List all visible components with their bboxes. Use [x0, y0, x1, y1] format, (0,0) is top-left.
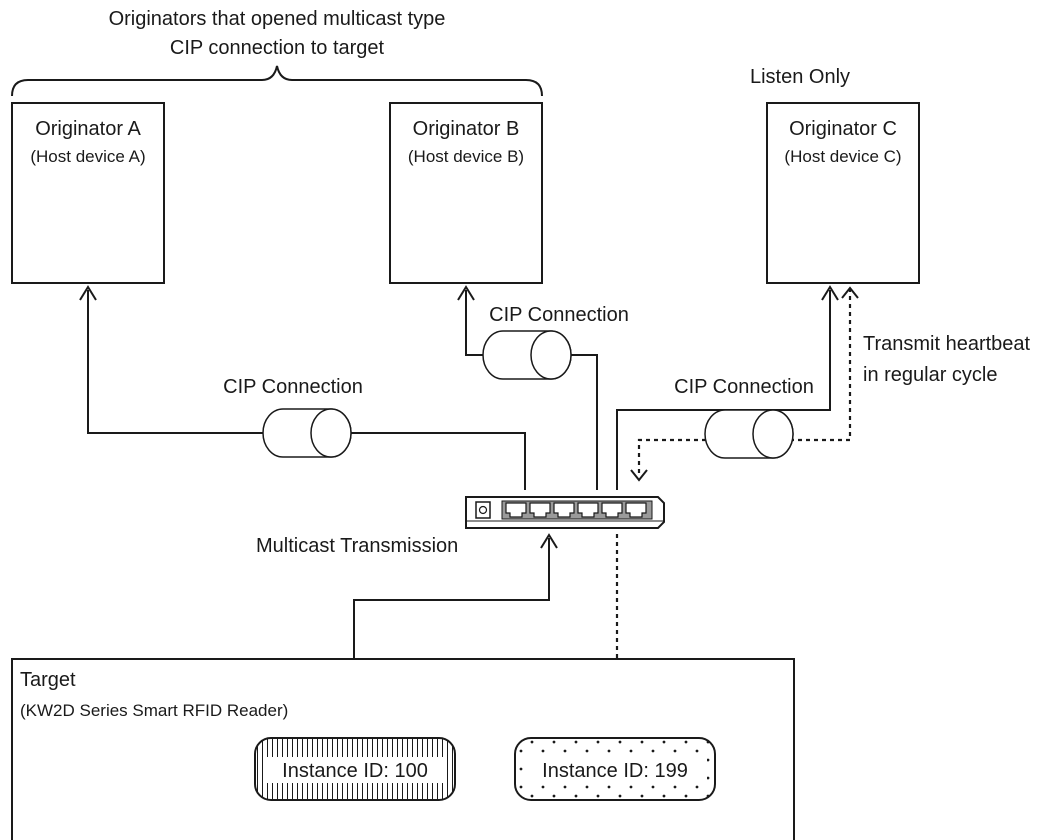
multicast-transmission-label: Multicast Transmission	[256, 535, 458, 557]
originator-a-box: Originator A (Host device A)	[11, 102, 165, 284]
instance-100-box: Instance ID: 100	[254, 737, 456, 801]
originator-a-name: Originator A	[35, 118, 141, 140]
cip-connection-cylinder-a	[262, 408, 352, 458]
heartbeat-label-line2: in regular cycle	[863, 364, 998, 386]
arrow-originator-b	[457, 285, 475, 301]
originator-b-host: (Host device B)	[408, 147, 524, 166]
originator-b-name: Originator B	[413, 118, 520, 140]
arrow-multicast	[540, 533, 558, 549]
originators-brace	[11, 65, 543, 97]
originator-c-box: Originator C (Host device C)	[766, 102, 920, 284]
originator-b-box: Originator B (Host device B)	[389, 102, 543, 284]
arrow-heartbeat	[630, 469, 648, 482]
cip-connection-label-c: CIP Connection	[674, 376, 814, 398]
ethernet-port-icon	[625, 502, 647, 518]
heartbeat-label-line1: Transmit heartbeat	[863, 333, 1031, 355]
ethernet-ports	[505, 502, 647, 518]
originator-c-host: (Host device C)	[784, 147, 901, 166]
originators-caption-line2: CIP connection to target	[170, 37, 385, 59]
target-subtitle: (KW2D Series Smart RFID Reader)	[20, 701, 288, 720]
instance-199-box: Instance ID: 199	[514, 737, 716, 801]
cip-connection-cylinder-b	[482, 330, 572, 380]
arrow-heartbeat-origin	[841, 286, 859, 299]
cip-connection-cylinder-c	[704, 409, 794, 459]
originator-a-host: (Host device A)	[30, 147, 145, 166]
cip-connection-label-b: CIP Connection	[489, 304, 629, 326]
arrow-originator-c	[821, 285, 839, 301]
ethernet-port-icon	[601, 502, 623, 518]
listen-only-label: Listen Only	[750, 66, 850, 88]
instance-100-label: Instance ID: 100	[282, 760, 428, 782]
target-title: Target	[20, 669, 76, 691]
network-switch	[465, 496, 665, 529]
arrow-originator-a	[79, 285, 97, 301]
ethernet-port-icon	[529, 502, 551, 518]
instance-199-label: Instance ID: 199	[542, 760, 688, 782]
originator-c-name: Originator C	[789, 118, 897, 140]
ethernet-port-icon	[553, 502, 575, 518]
originators-caption-line1: Originators that opened multicast type	[109, 8, 446, 30]
ethernet-port-icon	[505, 502, 527, 518]
ethernet-port-icon	[577, 502, 599, 518]
cip-connection-label-a: CIP Connection	[223, 376, 363, 398]
